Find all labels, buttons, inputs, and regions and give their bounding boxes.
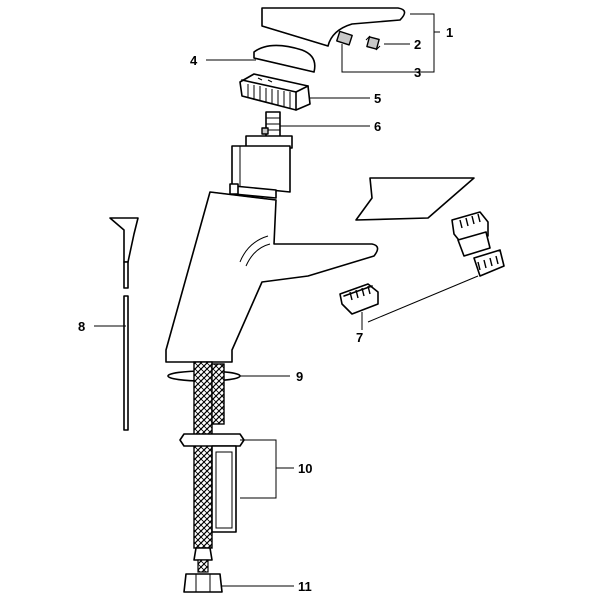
label-10: 10 [298, 461, 312, 476]
spout-detail [355, 177, 475, 221]
label-7: 7 [356, 330, 363, 345]
cartridge [229, 111, 293, 199]
connection-nut [183, 573, 223, 593]
fixing-bracket [179, 433, 245, 533]
label-9: 9 [296, 369, 303, 384]
label-1: 1 [446, 25, 453, 40]
leader-lines [94, 13, 479, 587]
supply-hoses [193, 361, 225, 573]
callout-labels: 1 2 3 4 5 6 7 8 9 10 11 [78, 25, 453, 594]
label-4: 4 [190, 53, 198, 68]
label-8: 8 [78, 319, 85, 334]
label-5: 5 [374, 91, 381, 106]
label-2: 2 [414, 37, 421, 52]
aerator-large [451, 211, 505, 277]
pop-up-rod [109, 217, 139, 431]
label-11: 11 [298, 579, 312, 594]
threaded-nut [239, 73, 311, 111]
tap-body [165, 191, 379, 363]
label-3: 3 [414, 65, 421, 80]
screw-part [365, 35, 381, 51]
label-6: 6 [374, 119, 381, 134]
lever-handle [261, 7, 406, 47]
cover-part [253, 44, 316, 73]
aerator-small [339, 283, 379, 315]
cap-part [336, 30, 353, 46]
